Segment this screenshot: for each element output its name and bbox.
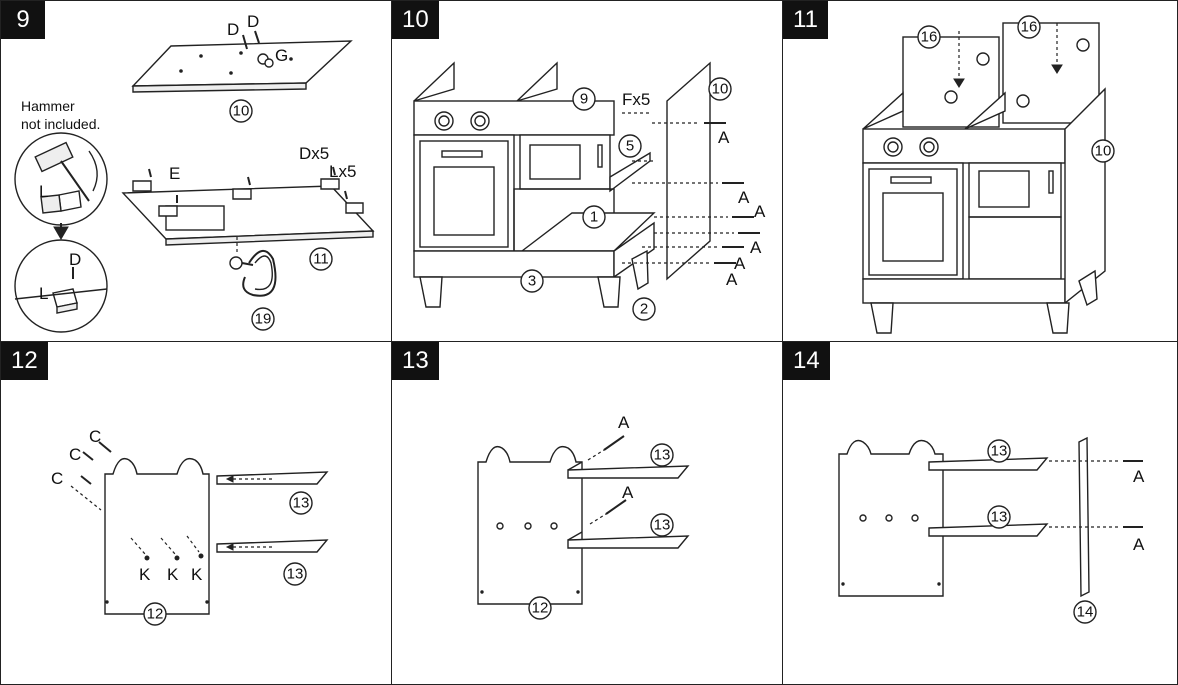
step-10-panel: 10 <box>391 0 783 342</box>
part-number: 1 <box>590 209 598 226</box>
part-number: 13 <box>991 443 1008 460</box>
step-14-badge: 14 <box>783 342 830 380</box>
label-a: A <box>1133 467 1145 486</box>
step-14-illustration: A A 13 13 14 <box>838 436 1145 624</box>
label-a: A <box>734 254 746 273</box>
board-part-10 <box>131 40 353 93</box>
shelf-part-13 <box>216 471 329 485</box>
label-c: C <box>51 469 63 488</box>
label-dx5: Dx5 <box>299 144 329 163</box>
part-number: 19 <box>255 311 272 328</box>
part-callouts: 13 13 12 <box>528 443 674 620</box>
part-number: 12 <box>532 600 549 617</box>
part-number: 12 <box>147 606 164 623</box>
part-number: 16 <box>921 29 938 46</box>
label-a: A <box>754 202 766 221</box>
part-number: 10 <box>1095 143 1112 160</box>
label-l: L <box>39 284 48 303</box>
label-k: K <box>167 565 179 584</box>
part-number: 9 <box>580 91 588 108</box>
part-number: 10 <box>712 81 729 98</box>
label-c: C <box>89 427 101 446</box>
part-callout-circle <box>229 99 253 123</box>
step-9-panel: 9 D D G 10 Hammer not included. <box>0 0 392 342</box>
backboard-part-16 <box>1002 22 1100 124</box>
side-panel-10 <box>666 61 711 281</box>
screw-d-top <box>242 30 274 68</box>
side-panel-14 <box>1078 436 1090 598</box>
step-11-illustration: 16 16 10 <box>862 15 1115 334</box>
label-a: A <box>618 413 630 432</box>
label-lx5: Lx5 <box>329 162 356 181</box>
shelf-part-13 <box>567 531 690 549</box>
step-11-badge: 11 <box>783 1 828 39</box>
shelf-part-13 <box>567 461 690 479</box>
board-part-11 <box>121 166 375 246</box>
screw-group-a <box>587 435 627 525</box>
step-12-illustration: C C C K K K 13 13 12 <box>51 427 329 626</box>
part-callout-circle <box>309 247 333 271</box>
side-panel-12 <box>477 445 583 605</box>
shelf-part-13 <box>928 523 1049 537</box>
step-13-badge: 13 <box>392 342 439 380</box>
part-number: 13 <box>654 447 671 464</box>
part-callouts: 13 13 14 <box>987 439 1097 624</box>
part-callouts: 13 13 12 <box>143 491 313 626</box>
shelf-part-13 <box>928 457 1049 471</box>
hammer-detail-circle <box>14 132 108 226</box>
part-number: 2 <box>640 301 648 318</box>
dowel-group-c <box>70 441 112 511</box>
faucet-part-19 <box>229 237 277 297</box>
step-10-illustration: Fx5 A A A A A A 9 10 5 1 3 2 <box>413 61 766 321</box>
step-12-panel: 12 C C C K K K <box>0 341 392 685</box>
label-a: A <box>718 128 730 147</box>
step-9-illustration: D D G 10 Hammer not included. L <box>14 12 375 333</box>
step-13-illustration: A A 13 13 12 <box>477 413 690 620</box>
label-d: D <box>247 12 259 31</box>
hammer-note-line1: Hammer <box>21 98 75 114</box>
part-number: 11 <box>313 251 329 268</box>
part-number: 3 <box>528 273 536 290</box>
side-panel-12 <box>838 439 944 597</box>
step-10-badge: 10 <box>392 1 439 39</box>
part-number: 13 <box>287 566 304 583</box>
label-k: K <box>139 565 151 584</box>
part-callouts: 9 10 5 1 3 2 <box>520 77 732 321</box>
assembled-kitchen <box>862 87 1106 334</box>
label-d: D <box>69 250 81 269</box>
label-a: A <box>738 188 750 207</box>
part-number: 13 <box>293 495 310 512</box>
label-l: L <box>39 182 48 201</box>
step-12-badge: 12 <box>1 342 48 380</box>
part-number: 5 <box>626 138 634 155</box>
shelf-part-13 <box>216 539 329 553</box>
hammer-note-line2: not included. <box>21 116 100 132</box>
screw-group-a <box>622 112 760 264</box>
part-callouts: 16 16 10 <box>917 15 1115 163</box>
step-14-panel: 14 A A 13 13 <box>782 341 1178 685</box>
label-d: D <box>227 20 239 39</box>
label-fx5: Fx5 <box>622 90 650 109</box>
label-c: C <box>69 445 81 464</box>
part-number: 13 <box>654 517 671 534</box>
part-callout-circle <box>251 307 275 331</box>
label-e: E <box>169 164 180 183</box>
side-panel-12 <box>104 457 210 615</box>
result-detail-circle <box>14 239 108 333</box>
label-a: A <box>622 483 634 502</box>
label-a: A <box>750 238 762 257</box>
part-number: 10 <box>233 103 250 120</box>
label-k: K <box>191 565 203 584</box>
step-11-panel: 11 <box>782 0 1178 342</box>
label-g: G <box>275 46 288 65</box>
screw-group-a <box>1049 460 1143 528</box>
part-number: 13 <box>991 509 1008 526</box>
label-a: A <box>726 270 738 289</box>
step-9-badge: 9 <box>1 1 45 39</box>
label-a: A <box>1133 535 1145 554</box>
part-number: 14 <box>1077 604 1094 621</box>
part-number: 16 <box>1021 19 1038 36</box>
step-13-panel: 13 A A 13 13 12 <box>391 341 783 685</box>
